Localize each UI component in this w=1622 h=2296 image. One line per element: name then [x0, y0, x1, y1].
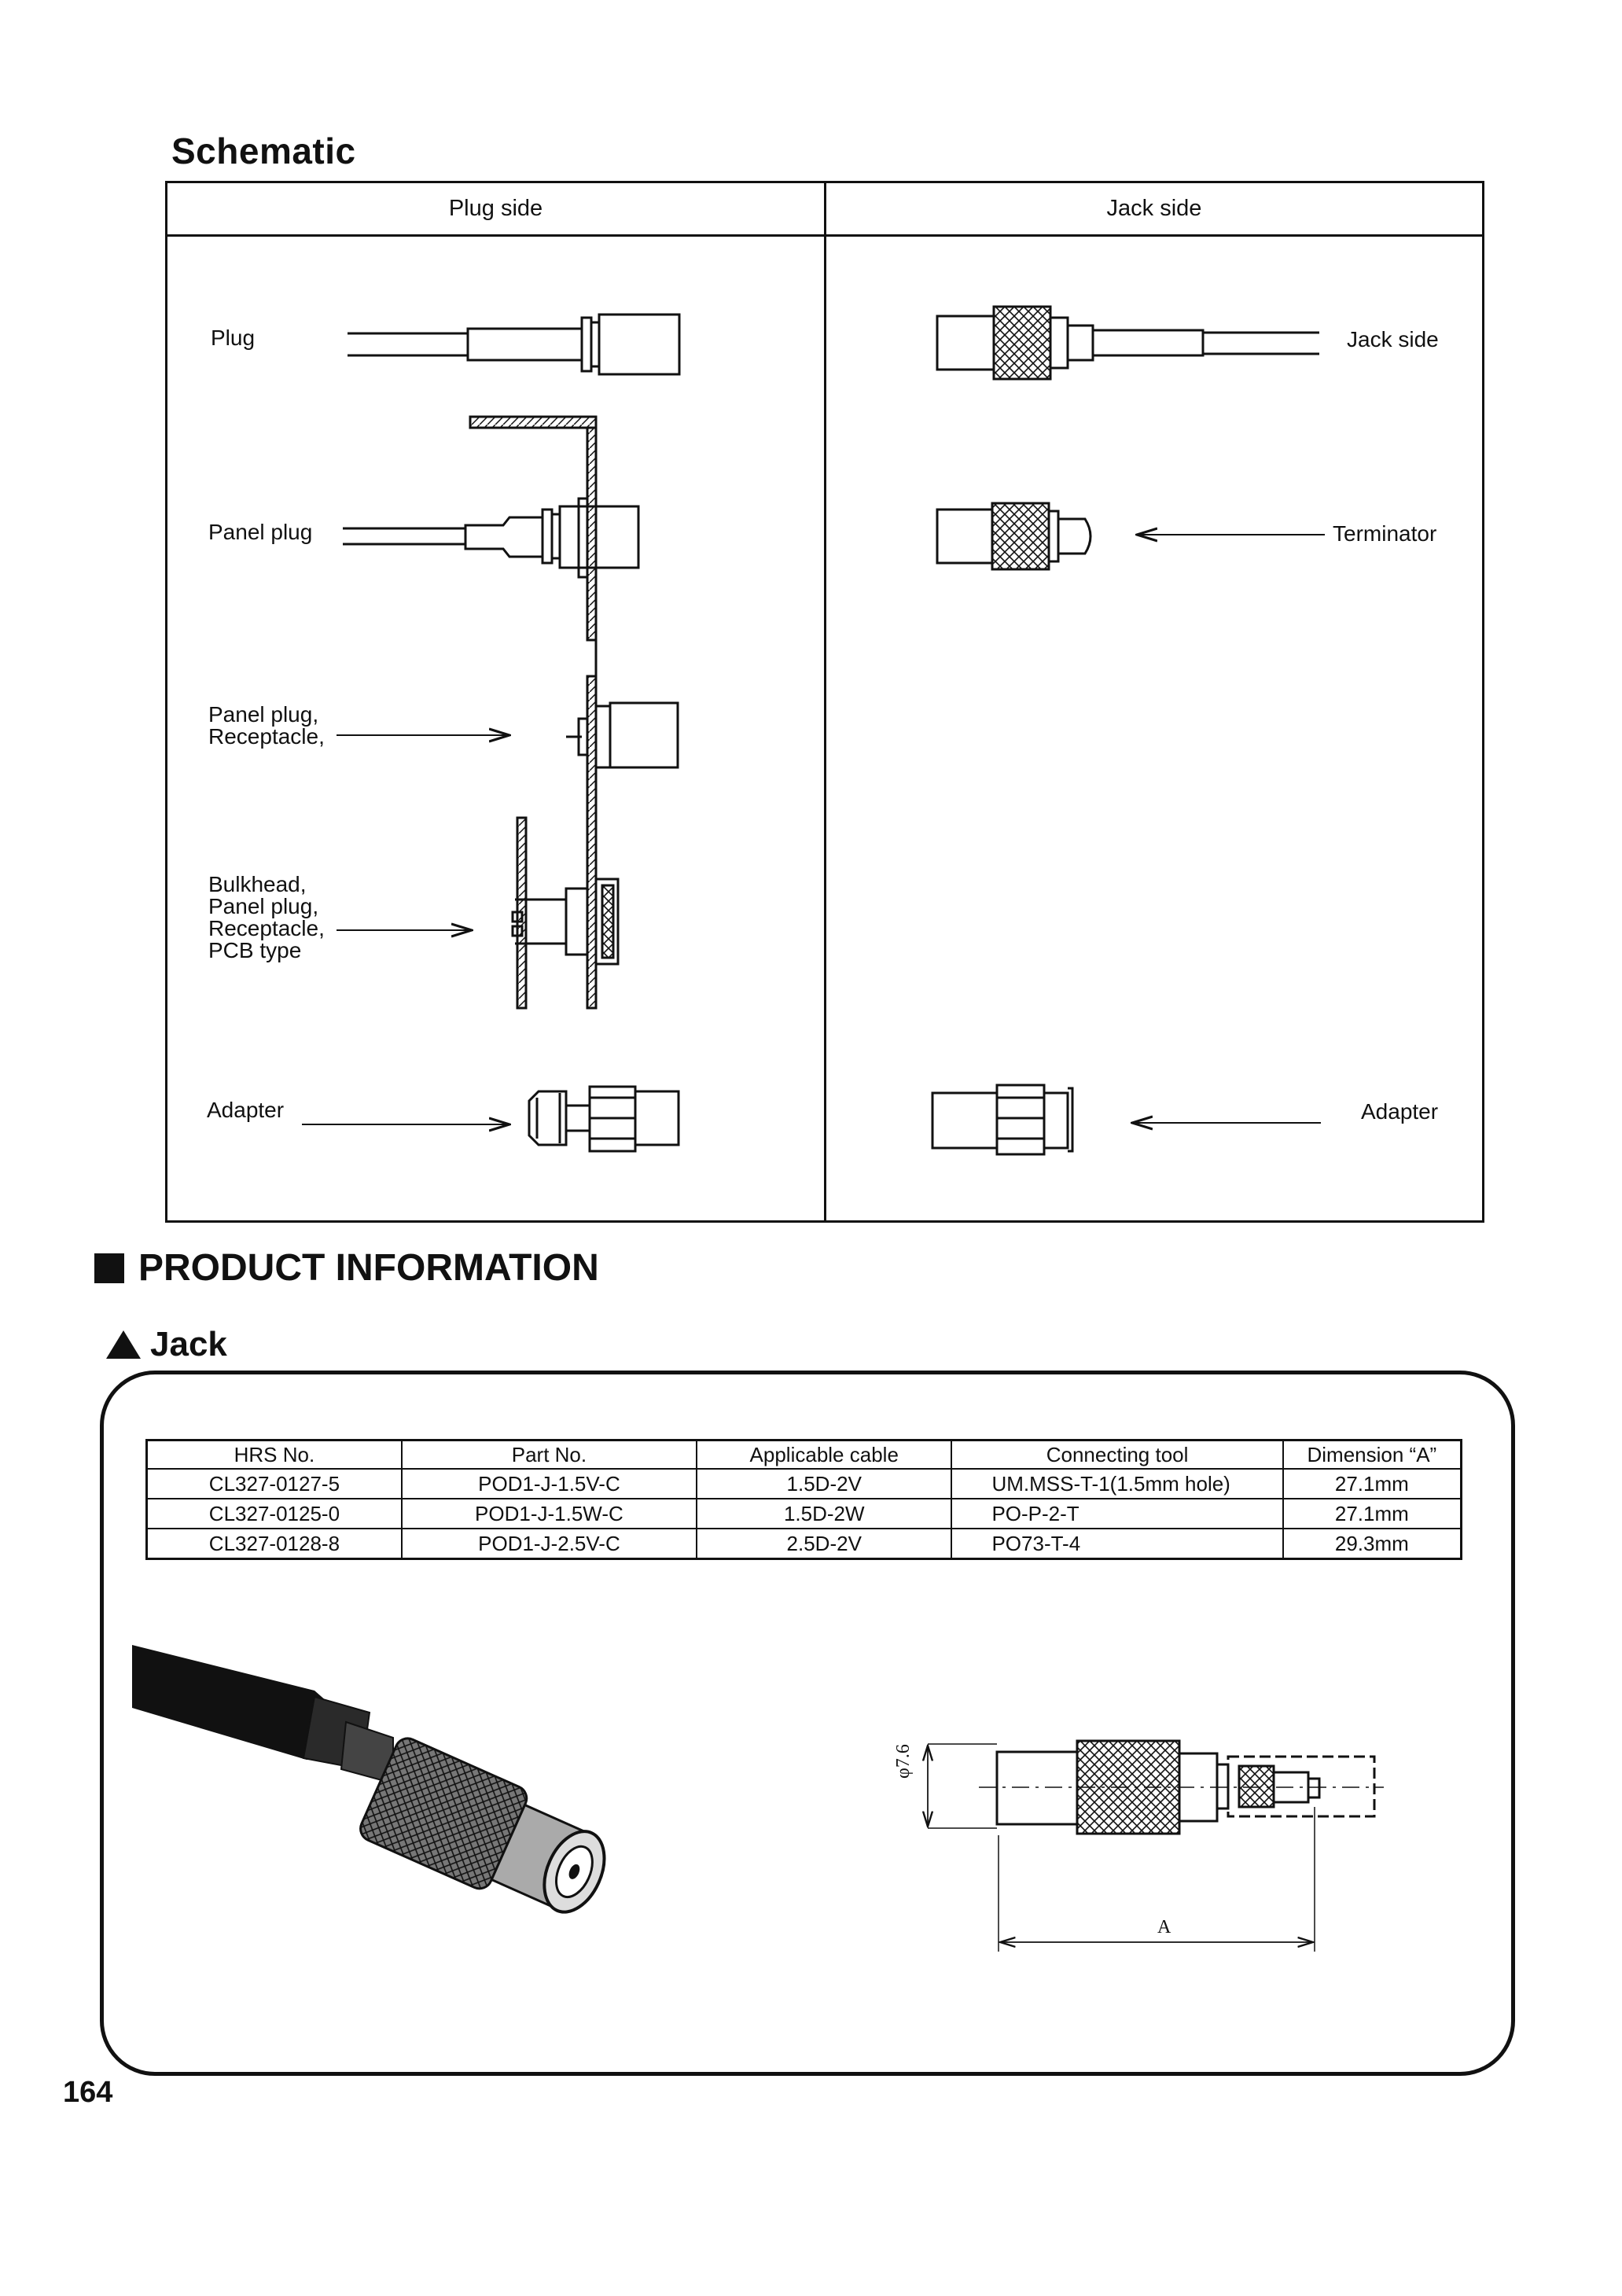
cell-dimension: 27.1mm — [1282, 1498, 1462, 1529]
header-connecting-tool: Connecting tool — [951, 1439, 1284, 1470]
panel-plug-drawing — [343, 497, 640, 579]
table-row: CL327-0128-8 POD1-J-2.5V-C 2.5D-2V PO73-… — [145, 1528, 1462, 1560]
cell-tool: PO-P-2-T — [951, 1498, 1284, 1529]
cell-hrs-no: CL327-0128-8 — [145, 1528, 403, 1560]
label-line: Panel plug, — [208, 894, 319, 918]
label-bulkhead: Bulkhead, Panel plug, Receptacle, PCB ty… — [208, 874, 325, 962]
cell-tool: UM.MSS-T-1(1.5mm hole) — [951, 1468, 1284, 1499]
header-dimension-a: Dimension “A” — [1282, 1439, 1462, 1470]
schematic-divider — [824, 183, 826, 1220]
label-plug: Plug — [211, 326, 256, 350]
adapter-plug-drawing — [528, 1085, 680, 1153]
bulkhead-drawing — [511, 816, 620, 1010]
jack-photo — [132, 1645, 606, 1914]
plug-side-header: Plug side — [167, 183, 824, 237]
jack-side-header: Jack side — [826, 183, 1482, 237]
page-number: 164 — [63, 2076, 113, 2109]
header-applicable-cable: Applicable cable — [696, 1439, 953, 1470]
square-bullet-icon — [94, 1253, 124, 1283]
cell-cable: 2.5D-2V — [696, 1528, 953, 1560]
label-terminator: Terminator — [1333, 521, 1437, 546]
label-line: Receptacle, — [208, 724, 325, 749]
jack-subtitle: Jack — [106, 1325, 227, 1364]
jack-side-drawings — [931, 305, 1325, 1156]
label-panel-plug-receptacle: Panel plug, Receptacle, — [208, 704, 325, 748]
jack-subtitle-text: Jack — [150, 1325, 227, 1363]
header-part-no: Part No. — [400, 1439, 698, 1470]
cell-cable: 1.5D-2V — [696, 1468, 953, 1499]
triangle-bullet-icon — [106, 1330, 141, 1359]
cell-dimension: 27.1mm — [1282, 1468, 1462, 1499]
cell-tool: PO73-T-4 — [951, 1528, 1284, 1560]
cell-part-no: POD1-J-2.5V-C — [400, 1528, 698, 1560]
header-hrs-no: HRS No. — [145, 1439, 403, 1470]
label-line: Bulkhead, — [208, 872, 307, 896]
product-information-title: PRODUCT INFORMATION — [94, 1246, 599, 1290]
cell-hrs-no: CL327-0125-0 — [145, 1498, 403, 1529]
plug-drawing — [348, 313, 681, 376]
plug-side-drawings — [302, 313, 681, 1153]
cell-cable: 1.5D-2W — [696, 1498, 953, 1529]
product-information-text: PRODUCT INFORMATION — [138, 1247, 599, 1289]
cell-part-no: POD1-J-1.5W-C — [400, 1498, 698, 1529]
cell-dimension: 29.3mm — [1282, 1528, 1462, 1560]
jack-drawing — [936, 305, 1319, 381]
table-header-row: HRS No. Part No. Applicable cable Connec… — [145, 1439, 1462, 1470]
label-jack-side: Jack side — [1347, 327, 1439, 351]
label-line: Panel plug, — [208, 702, 319, 727]
receptacle-drawing — [566, 701, 679, 769]
jack-dimension-drawing — [928, 1739, 1384, 1952]
diameter-label: φ7.6 — [893, 1744, 914, 1779]
table-row: CL327-0127-5 POD1-J-1.5V-C 1.5D-2V UM.MS… — [145, 1468, 1462, 1499]
dimension-a-label: A — [1157, 1917, 1171, 1937]
cell-hrs-no: CL327-0127-5 — [145, 1468, 403, 1499]
adapter-jack-drawing — [931, 1084, 1074, 1156]
label-adapter-jack: Adapter — [1361, 1099, 1439, 1124]
cell-part-no: POD1-J-1.5V-C — [400, 1468, 698, 1499]
terminator-drawing — [936, 502, 1092, 571]
schematic-table: Plug side Jack side Plug Panel plug Pane… — [165, 181, 1484, 1223]
label-panel-plug: Panel plug — [208, 520, 313, 544]
label-adapter-plug: Adapter — [207, 1098, 285, 1122]
label-line: Receptacle, — [208, 916, 325, 940]
schematic-title: Schematic — [171, 131, 356, 171]
jack-parts-table: HRS No. Part No. Applicable cable Connec… — [145, 1439, 1462, 1560]
jack-product-panel — [100, 1371, 1515, 2076]
label-line: PCB type — [208, 938, 302, 962]
table-row: CL327-0125-0 POD1-J-1.5W-C 1.5D-2W PO-P-… — [145, 1498, 1462, 1529]
